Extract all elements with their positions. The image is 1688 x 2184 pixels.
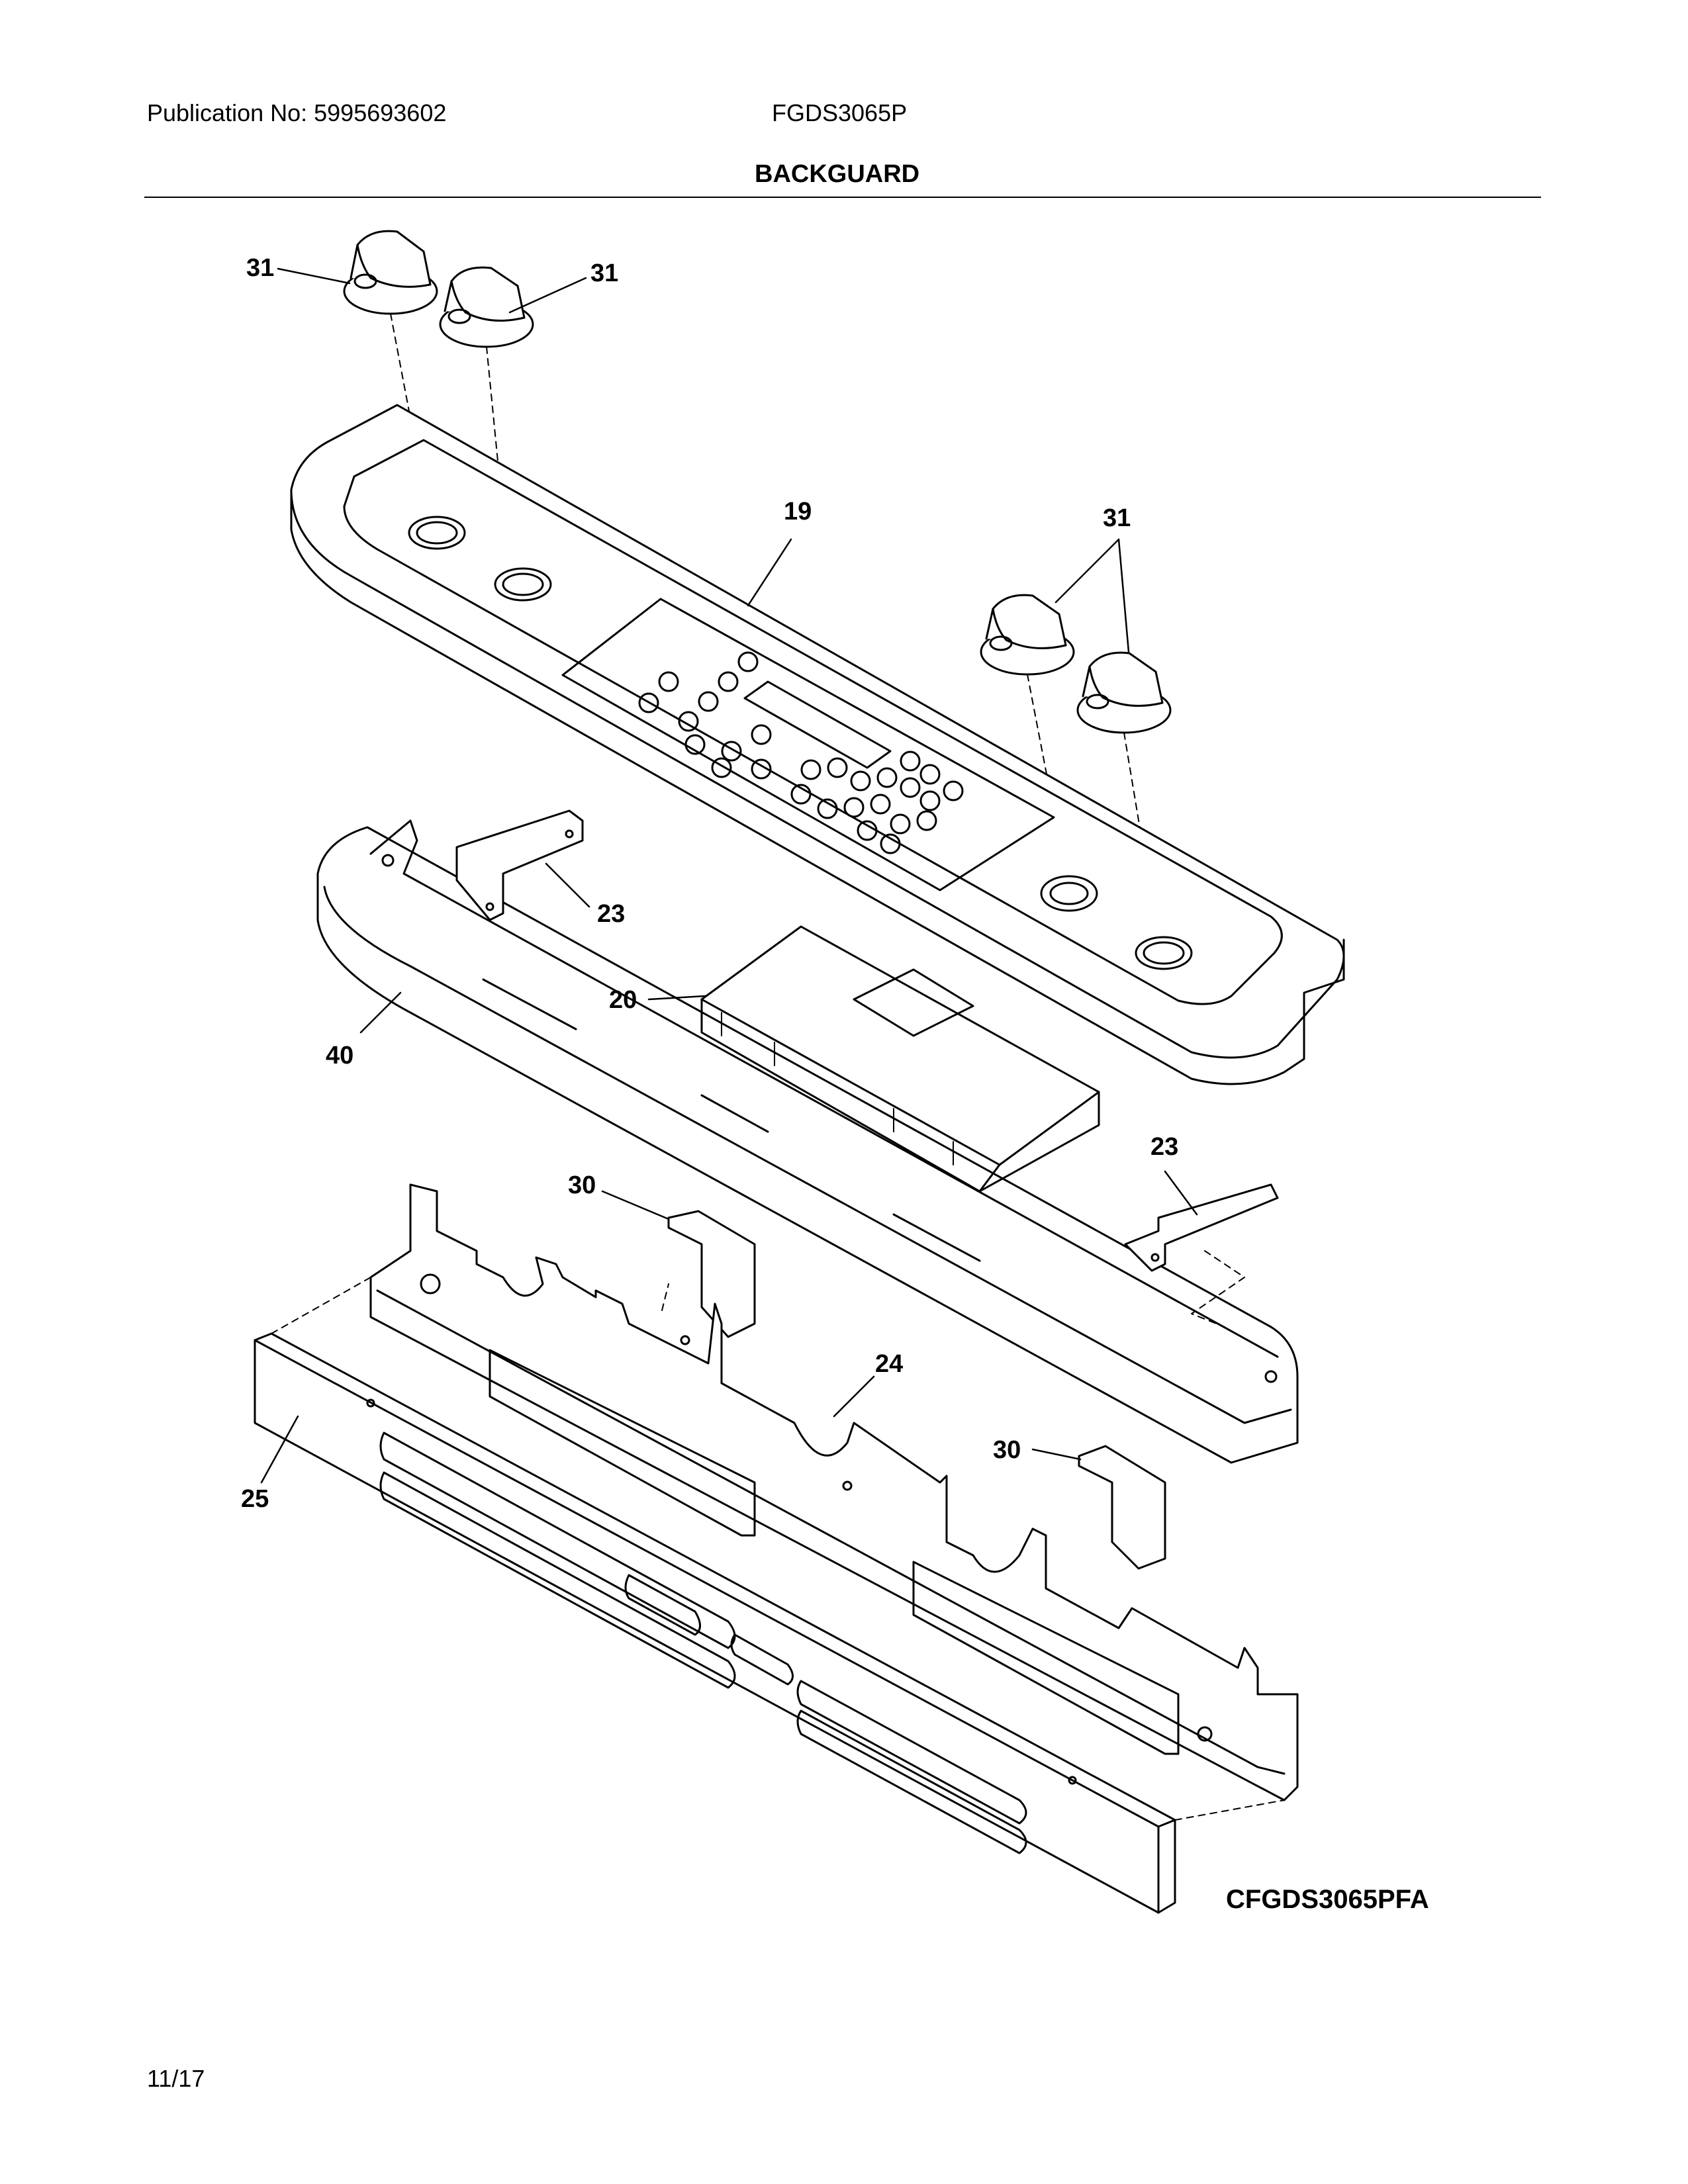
callout-rear-panel: 24 <box>875 1350 904 1378</box>
knob-top-right <box>439 266 534 348</box>
callout-control-panel: 19 <box>784 498 812 525</box>
callout-bracket-upper: 23 <box>597 900 626 928</box>
callout-backguard-trim: 40 <box>326 1042 354 1069</box>
diagram-id: CFGDS3065PFA <box>1226 1885 1429 1914</box>
callout-vent-panel: 25 <box>241 1485 269 1513</box>
panel-alignment-lines <box>271 1277 1285 1821</box>
callout-knob-right-pair: 31 <box>1103 504 1131 532</box>
page-title: BACKGUARD <box>755 160 920 188</box>
bracket-left <box>667 1210 756 1338</box>
control-board <box>700 925 1100 1193</box>
callout-bracket-right: 30 <box>993 1436 1021 1464</box>
rear-panel <box>369 1183 1299 1801</box>
vent-panel <box>254 1332 1176 1914</box>
keypad-buttons <box>638 651 964 854</box>
bracket-lower <box>1124 1183 1279 1272</box>
callout-knob-top-right: 31 <box>590 259 619 287</box>
publication-number: Publication No: 5995693602 <box>147 99 447 126</box>
callout-control-board: 20 <box>609 986 637 1014</box>
model-number: FGDS3065P <box>772 99 908 126</box>
bracket-right <box>1078 1445 1166 1570</box>
callout-bracket-lower: 23 <box>1150 1133 1179 1161</box>
callout-knob-top-left: 31 <box>246 254 275 282</box>
callout-leaders <box>260 267 1198 1484</box>
backguard-trim <box>316 819 1299 1464</box>
header-rule <box>144 197 1541 198</box>
knob-top-left <box>343 230 438 315</box>
bracket-upper <box>455 809 584 921</box>
knob-holes <box>408 516 1193 970</box>
control-panel <box>290 404 1345 1085</box>
callout-bracket-left: 30 <box>568 1171 596 1199</box>
knob-right-upper <box>980 594 1075 676</box>
page-date: 11/17 <box>147 2065 205 2092</box>
knob-right-lower <box>1076 651 1172 734</box>
